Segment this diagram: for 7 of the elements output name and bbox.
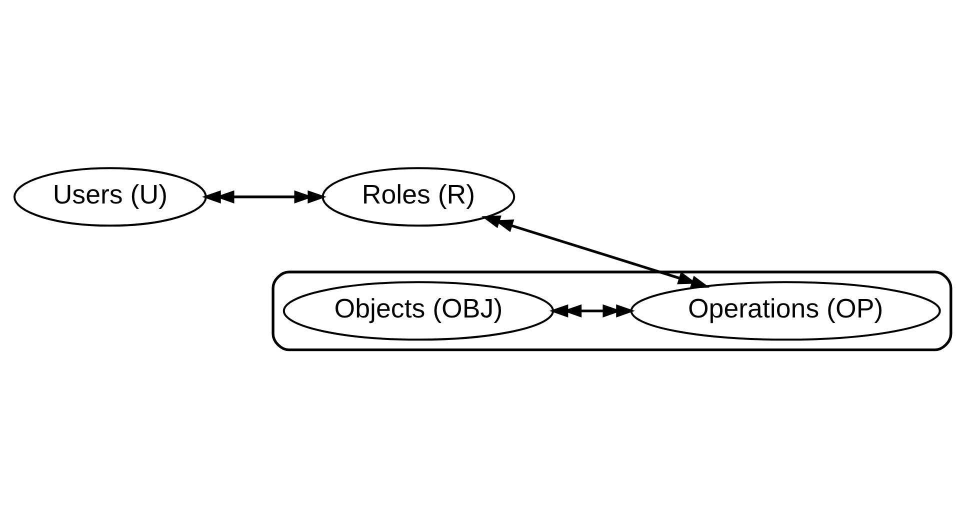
- arrow: [481, 215, 710, 288]
- node-ellipse: Operations (OP): [630, 280, 940, 340]
- arrow: [202, 190, 326, 203]
- node-ellipse: Roles (R): [321, 166, 515, 226]
- arrow: [548, 304, 634, 317]
- node-ellipse: Objects (OBJ): [282, 280, 554, 340]
- node-ellipse: Users (U): [12, 166, 206, 226]
